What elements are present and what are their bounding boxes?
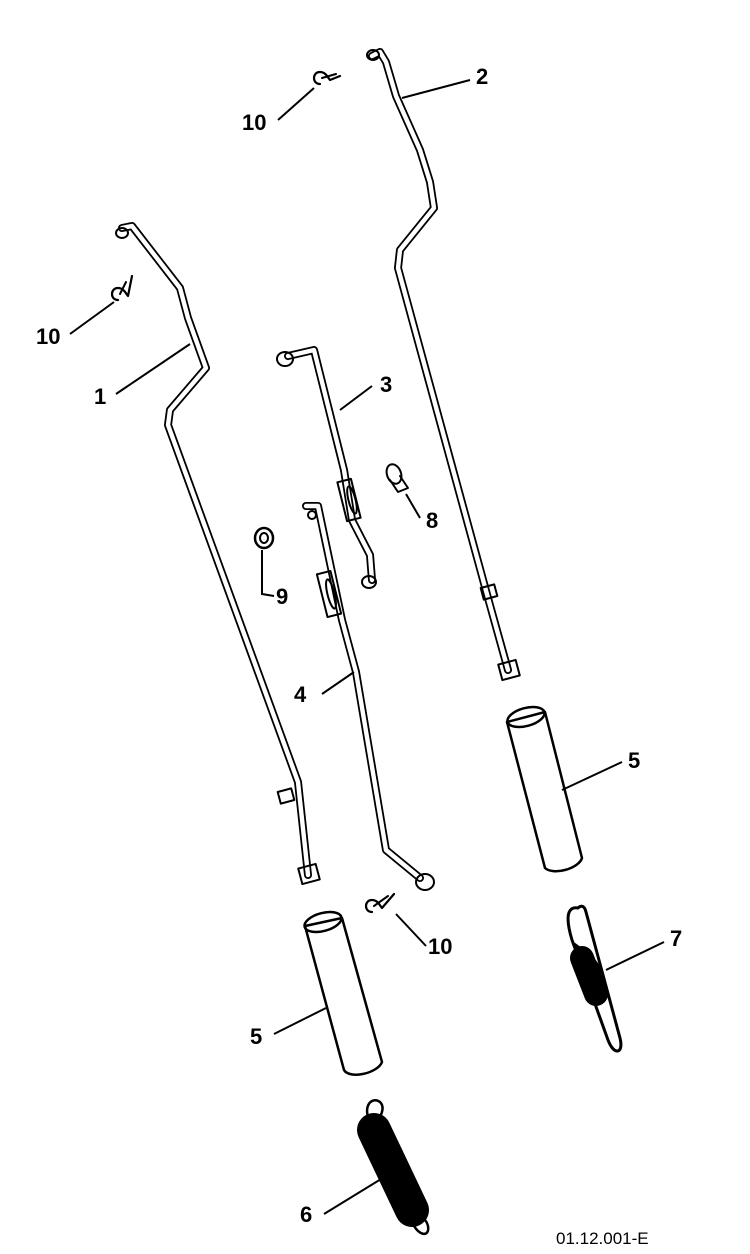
- leader-4: [321, 671, 355, 695]
- part-1-rod-left: [115, 222, 321, 886]
- part-4-linkage-bar: [302, 502, 435, 891]
- leader-5-right: [561, 761, 623, 791]
- callout-9: 9: [276, 584, 288, 609]
- callout-10-top: 10: [242, 110, 266, 135]
- callout-5-left: 5: [250, 1024, 262, 1049]
- leader-10-left: [69, 301, 115, 335]
- drawing-code: 01.12.001-E: [556, 1229, 649, 1248]
- callout-10-bottom: 10: [428, 934, 452, 959]
- leader-6: [323, 1175, 387, 1215]
- callout-10-left: 10: [36, 324, 60, 349]
- leader-5-left: [273, 1007, 327, 1035]
- part-3-linkage-bar: [276, 346, 377, 589]
- part-5-sleeve-left: [303, 910, 384, 1076]
- part-8-pin: [385, 463, 409, 493]
- leader-3: [339, 385, 373, 411]
- leader-7: [605, 941, 665, 971]
- leader-1: [115, 343, 191, 395]
- callout-1: 1: [94, 384, 106, 409]
- callout-4: 4: [294, 682, 307, 707]
- part-2-rod-right: [366, 48, 521, 682]
- callout-8: 8: [426, 508, 438, 533]
- part-10-clip-top: [312, 70, 342, 86]
- callout-2: 2: [476, 64, 488, 89]
- callout-7: 7: [670, 926, 682, 951]
- part-10-clip-left: [110, 274, 134, 302]
- leader-9: [261, 550, 275, 597]
- leader-10-top: [277, 87, 315, 121]
- callout-6: 6: [300, 1202, 312, 1227]
- leader-8: [405, 493, 421, 519]
- part-7-spring: [566, 904, 623, 1053]
- callout-5-right: 5: [628, 748, 640, 773]
- part-9-nut: [253, 526, 275, 550]
- callout-3: 3: [380, 372, 392, 397]
- leader-2: [401, 79, 471, 99]
- part-5-sleeve-right: [505, 705, 584, 873]
- part-10-clip-bottom: [364, 892, 396, 914]
- leader-10-bottom: [395, 913, 427, 947]
- part-6-coil-spring: [357, 1099, 430, 1235]
